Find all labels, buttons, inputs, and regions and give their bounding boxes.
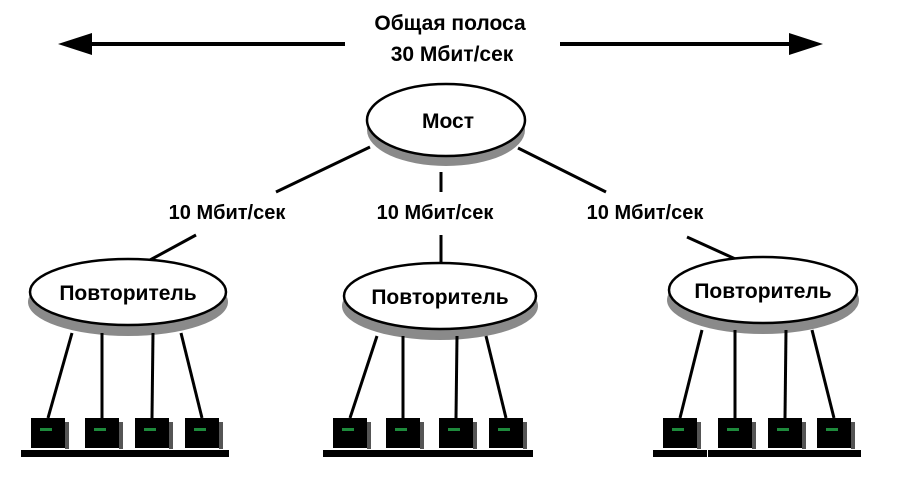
monitor [31, 418, 65, 448]
screen-led [727, 428, 739, 431]
base [175, 450, 229, 457]
bridge-label: Мост [422, 110, 474, 133]
repeater-ellipse [667, 255, 859, 325]
monitor [386, 418, 420, 448]
screen-led [826, 428, 838, 431]
monitor [817, 418, 851, 448]
repeater-node-left: Повторитель [28, 257, 228, 336]
monitor [768, 418, 802, 448]
screen-led [144, 428, 156, 431]
monitor [135, 418, 169, 448]
monitor [663, 418, 697, 448]
drop-line [810, 329, 836, 419]
computer-icon [21, 418, 75, 457]
link-label-right: 10 Мбит/сек [587, 202, 705, 224]
computer-icon [758, 418, 812, 457]
drop-line [150, 332, 155, 419]
repeater-drop-lines [46, 329, 836, 419]
monitor [718, 418, 752, 448]
base [376, 450, 430, 457]
screen-led [395, 428, 407, 431]
computer-icon [125, 418, 179, 457]
monitor-side [219, 422, 223, 449]
computer-icon [429, 418, 483, 457]
drop-line [348, 335, 379, 419]
screen-led [342, 428, 354, 431]
base [479, 450, 533, 457]
monitor-side [119, 422, 123, 449]
monitor-side [752, 422, 756, 449]
repeater-ellipse [342, 261, 538, 331]
base [708, 450, 762, 457]
drop-line [46, 332, 74, 419]
shared-bandwidth-arrow [58, 33, 823, 55]
monitor-side [697, 422, 701, 449]
arrow-right-icon [789, 33, 823, 55]
link-label-left: 10 Мбит/сек [169, 202, 287, 224]
monitor-side [420, 422, 424, 449]
monitor-side [851, 422, 855, 449]
base [653, 450, 707, 457]
shared-bandwidth-value: 30 Мбит/сек [391, 43, 514, 66]
arrow-left-icon [58, 33, 92, 55]
repeater-label: Повторитель [59, 282, 196, 305]
monitor-side [169, 422, 173, 449]
computer-icon [75, 418, 129, 457]
repeater-label: Повторитель [371, 286, 508, 309]
screen-led [194, 428, 206, 431]
monitor [333, 418, 367, 448]
drop-line [454, 335, 459, 419]
monitor [489, 418, 523, 448]
repeater-node-center: Повторитель [342, 261, 538, 340]
screen-led [498, 428, 510, 431]
computer-icon [653, 418, 707, 457]
link-line-left-lower [149, 233, 197, 262]
drop-line [179, 332, 204, 419]
monitor [439, 418, 473, 448]
screen-led [94, 428, 106, 431]
link-label-center: 10 Мбит/сек [377, 202, 495, 224]
base [125, 450, 179, 457]
link-line-right-upper [517, 146, 607, 194]
shared-bandwidth-title: Общая полоса [374, 12, 526, 35]
monitor [185, 418, 219, 448]
monitor-side [473, 422, 477, 449]
computer-icon [708, 418, 762, 457]
base [758, 450, 812, 457]
bridge-ellipse [365, 82, 527, 158]
link-line-left-upper [275, 145, 371, 194]
drop-line [678, 329, 704, 419]
computer-icon [175, 418, 229, 457]
repeater-ellipse [28, 257, 228, 327]
repeater-node-right: Повторитель [667, 255, 859, 334]
bridge-node: Мост [365, 82, 527, 166]
computer-icon [323, 418, 377, 457]
screen-led [40, 428, 52, 431]
screen-led [777, 428, 789, 431]
drop-line [783, 329, 788, 419]
screen-led [672, 428, 684, 431]
base [75, 450, 129, 457]
base [21, 450, 75, 457]
computer-icon [479, 418, 533, 457]
drop-line [484, 335, 508, 419]
monitor-side [523, 422, 527, 449]
monitor-side [65, 422, 69, 449]
monitor [85, 418, 119, 448]
monitor-side [367, 422, 371, 449]
repeater-label: Повторитель [694, 280, 831, 303]
base [429, 450, 483, 457]
base [323, 450, 377, 457]
base [807, 450, 861, 457]
computer-icon [807, 418, 861, 457]
screen-led [448, 428, 460, 431]
monitor-side [802, 422, 806, 449]
computers [21, 418, 861, 457]
computer-icon [376, 418, 430, 457]
